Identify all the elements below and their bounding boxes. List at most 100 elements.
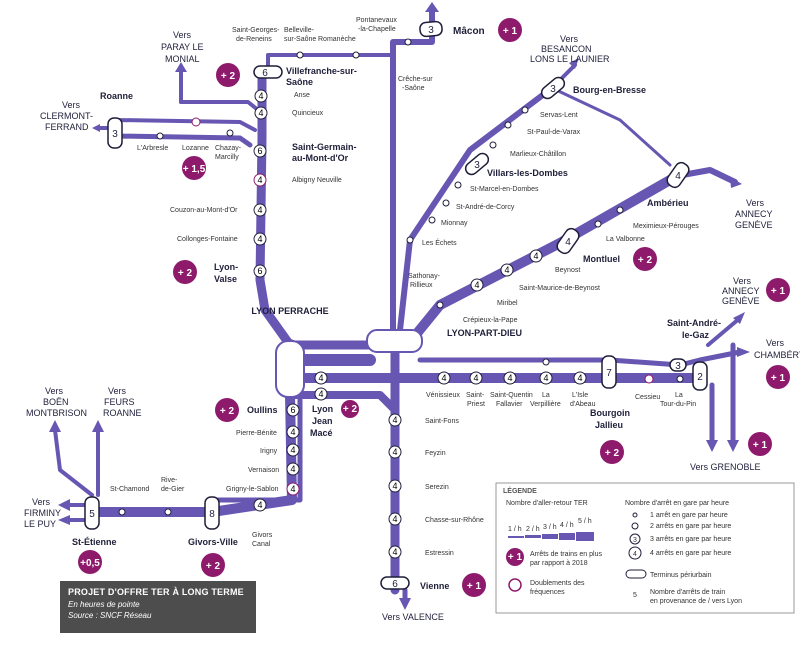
legend-freq-scale	[508, 532, 594, 541]
tnum-montluel: 4	[565, 237, 571, 248]
svg-text:4: 4	[290, 464, 295, 474]
legend-plus-text-2: par rapport à 2018	[530, 560, 588, 567]
info-box-line-1: En heures de pointe	[68, 600, 140, 609]
label-sathonay-1: Sathonay-	[408, 273, 441, 280]
tnum-villars: 3	[474, 160, 480, 171]
label-st-maurice: Saint-Maurice-de-Beynost	[519, 285, 600, 292]
label-chasse: Chasse-sur-Rhône	[425, 517, 484, 524]
svg-text:4: 4	[318, 373, 323, 383]
label-rive-de-gier-1: Rive-	[161, 477, 178, 484]
arrow-grenoble2	[727, 440, 739, 452]
label-oullins: Oullins	[247, 405, 278, 415]
label-belleville-1: Belleville-	[284, 27, 315, 34]
svg-text:+ 2: + 2	[178, 268, 193, 279]
stop-circle: 6	[253, 264, 267, 278]
terminus-givors	[204, 496, 220, 530]
arrow-boen	[49, 420, 61, 432]
label-lyon-valse-1: Lyon-	[214, 262, 238, 272]
terminus-bourgoin	[601, 355, 617, 389]
tnum-roanne: 3	[112, 129, 118, 140]
arrow-paray	[175, 62, 187, 72]
stop-circle: 4	[539, 371, 553, 385]
badge-oullins: + 2	[215, 398, 239, 422]
label-lozanne: Lozanne	[182, 145, 209, 152]
tnum-bourgoin: 7	[606, 368, 612, 379]
dir-firminy-2: FIRMINY	[24, 508, 61, 518]
line-paray-h	[179, 100, 260, 112]
svg-text:4: 4	[392, 481, 397, 491]
stop-circle: 4	[469, 371, 483, 385]
label-villefranche-1: Villefranche-sur-	[286, 66, 357, 76]
stop-dot	[296, 51, 304, 59]
dir-clermont-1: Vers	[62, 100, 81, 110]
stop-circle: 4	[388, 445, 402, 459]
stop-dot	[164, 508, 172, 516]
svg-text:4: 4	[474, 280, 479, 290]
tnum-chambery: 3	[675, 361, 681, 372]
station-labels: Mâcon Villefranche-sur- Saône Anse Quinc…	[72, 17, 721, 591]
dir-clermont-3: FERRAND	[45, 122, 89, 132]
stop-dot	[156, 132, 164, 140]
label-pont-1: Pontanevaux	[356, 17, 397, 24]
dir-feurs-3: ROANNE	[103, 408, 142, 418]
stop-circle: 4	[314, 371, 328, 385]
label-albigny: Albigny Neuville	[292, 177, 342, 184]
info-box-line-2: Source : SNCF Réseau	[68, 611, 152, 620]
hub-label-part-dieu: LYON-PART-DIEU	[447, 328, 522, 338]
legend-freq-tick-2: 2 / h	[526, 526, 540, 533]
stop-circle: 4	[573, 371, 587, 385]
svg-text:6: 6	[257, 146, 262, 156]
stop-circle: 4	[388, 512, 402, 526]
label-irigny: Irigny	[260, 448, 278, 455]
badge-grenoble: + 1	[748, 432, 772, 456]
svg-text:4: 4	[257, 205, 262, 215]
badge-jean-mace: + 2	[341, 400, 359, 418]
svg-text:+0,5: +0,5	[80, 558, 100, 569]
dir-paray-2: PARAY LE	[161, 42, 204, 52]
label-servas: Servas-Lent	[540, 112, 578, 119]
svg-text:4: 4	[290, 445, 295, 455]
stop-circle: 4	[388, 413, 402, 427]
legend-stop-1	[632, 512, 638, 518]
stop-dot	[191, 117, 201, 127]
info-box-title: PROJET D'OFFRE TER À LONG TERME	[68, 587, 244, 597]
small-stops	[118, 38, 684, 516]
legend-plus-badge-text: + 1	[508, 552, 523, 563]
dir-chambery-2: CHAMBÉRY	[754, 350, 800, 360]
badge-bourgoin: + 2	[600, 440, 624, 464]
dir-boen-2: BOËN	[43, 397, 69, 407]
svg-text:+ 1: + 1	[771, 373, 786, 384]
stop-circle: 4	[503, 371, 517, 385]
svg-text:4: 4	[257, 500, 262, 510]
line-bourg	[397, 85, 555, 333]
badge-roanne: + 1,5	[182, 156, 206, 180]
label-anse: Anse	[294, 92, 310, 99]
stop-dot	[352, 51, 360, 59]
label-tour-pin-2: Tour-du-Pin	[660, 401, 696, 408]
svg-text:4: 4	[441, 373, 446, 383]
legend-double-text-2: fréquences	[530, 589, 565, 596]
hub-perrache	[275, 340, 305, 398]
line-roanne	[114, 118, 257, 132]
legend-stop-2	[631, 522, 639, 530]
label-isle-1: L'Isle	[572, 392, 588, 399]
arrow-besancon	[569, 58, 579, 69]
svg-text:+ 2: + 2	[206, 561, 221, 572]
stop-dot	[644, 374, 654, 384]
stop-circle: 4	[253, 232, 267, 246]
dir-boen-3: MONTBRISON	[26, 408, 87, 418]
stop-circle: 4	[253, 498, 267, 512]
stop-circle: 4	[529, 249, 543, 263]
legend-stop-text-1: 1 arrêt en gare par heure	[650, 512, 728, 519]
label-meximieux: Meximieux-Pérouges	[633, 223, 699, 230]
label-st-andre-corcy: St-André-de-Corcy	[456, 204, 515, 211]
svg-text:+ 1: + 1	[753, 440, 768, 451]
dir-firminy-3: LE PUY	[24, 519, 56, 529]
terminus-markers	[84, 20, 708, 590]
label-lyon-jean-mace-3: Macé	[310, 428, 333, 438]
line-annecy2	[706, 316, 742, 347]
arrow-annecy2	[733, 312, 745, 324]
dir-feurs-1: Vers	[108, 386, 127, 396]
legend-train-count-1: Nombre d'arrêts de train	[650, 589, 725, 596]
